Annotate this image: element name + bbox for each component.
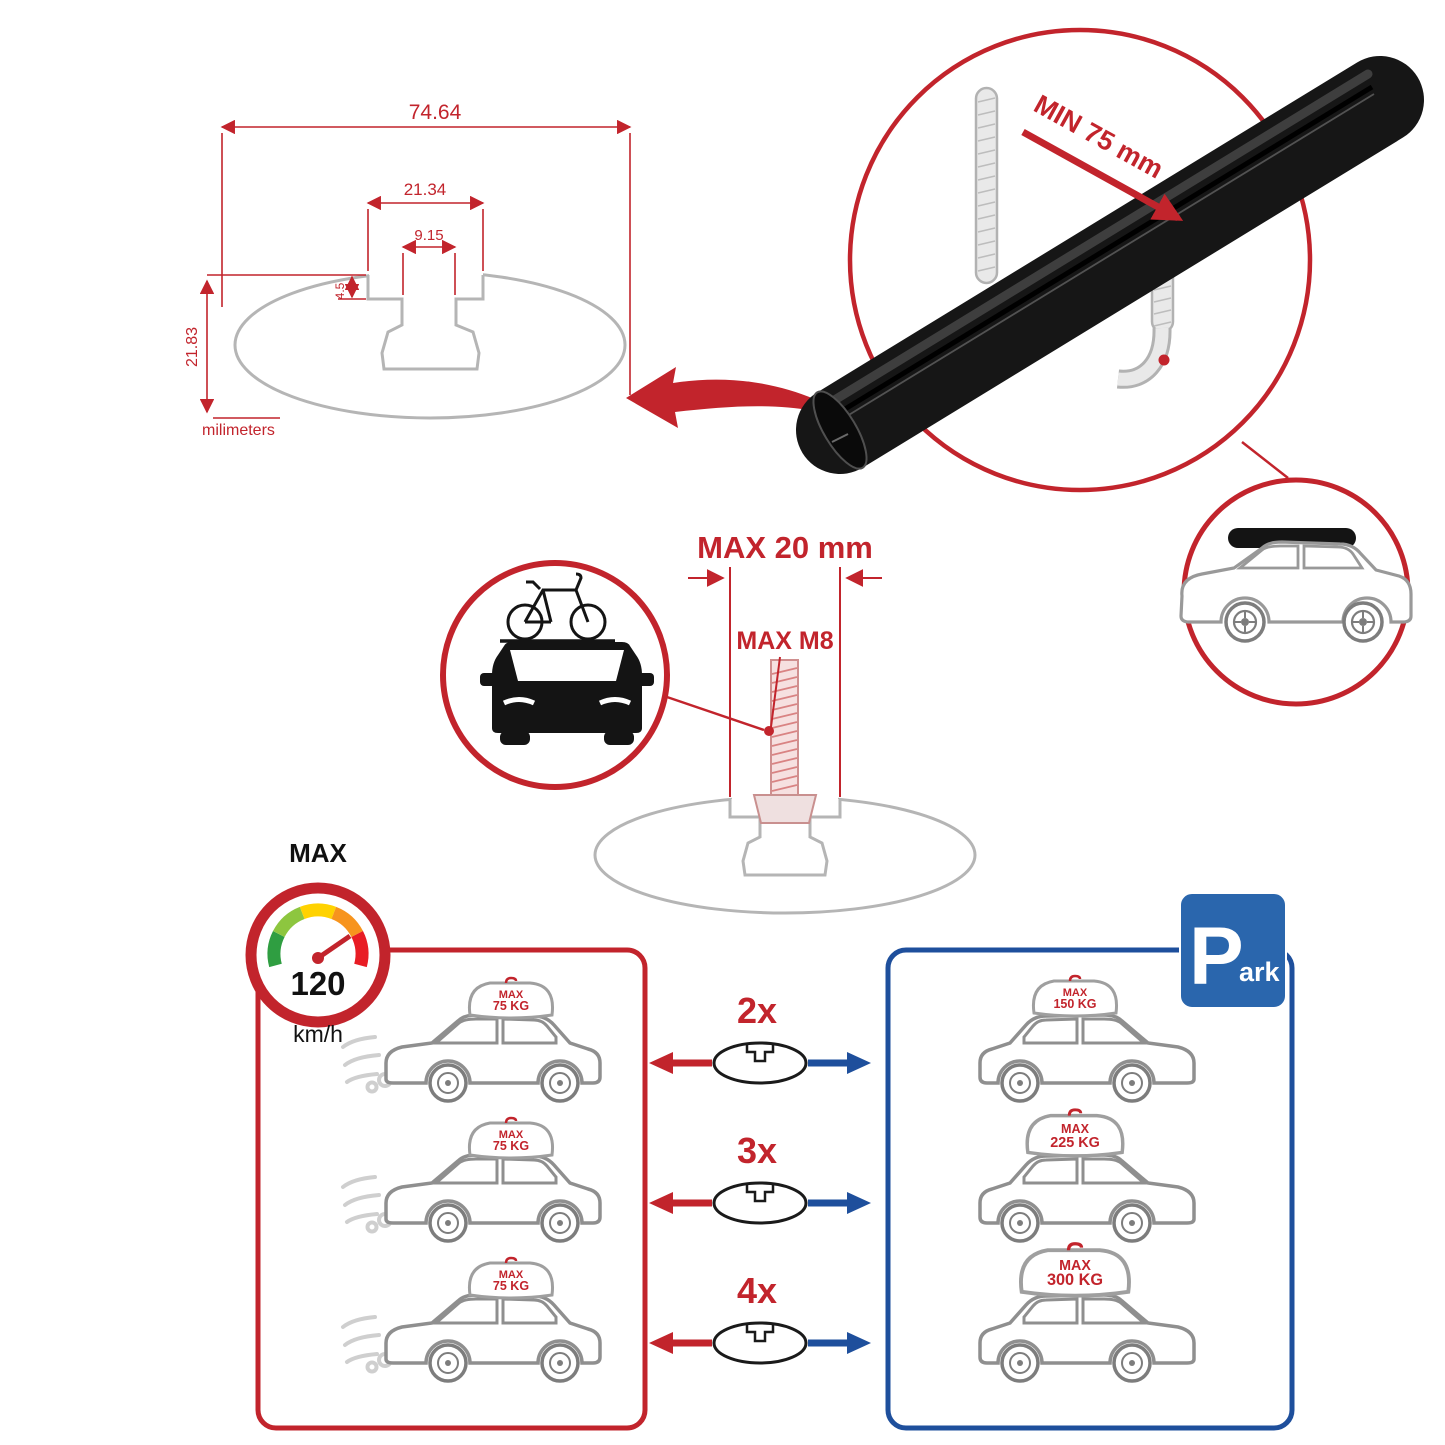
multiplier-label: 4x: [737, 1270, 777, 1311]
bike-roof-badge: [440, 560, 670, 790]
arrow-right-head: [847, 1192, 871, 1214]
speed-max-label: MAX: [289, 838, 347, 868]
min-width-arrow: [1021, 128, 1184, 222]
multiplier-label: 2x: [737, 990, 777, 1031]
u-bolt-hook: [1116, 327, 1172, 389]
dim-units-label: milimeters: [202, 422, 275, 439]
roof-load-value: 300 KG: [1047, 1271, 1103, 1289]
arrow-right-head: [847, 1332, 871, 1354]
roof-load-max-label: MAX: [499, 989, 524, 1001]
motion-lines: [341, 1315, 393, 1374]
load-capacity-section: P ark MAX 75 KG MAX 75 KG: [255, 892, 1295, 1431]
suv-with-roof-box-icon: [1179, 528, 1413, 643]
motion-lines: [341, 1175, 393, 1234]
crossbar: [796, 56, 1424, 474]
roof-load-value: 75 KG: [493, 999, 529, 1013]
dim-total-width-label: 74.64: [409, 101, 462, 124]
roof-load-max-label: MAX: [1061, 1122, 1090, 1136]
speed-value: 120: [290, 965, 345, 1002]
bolt-dimension-lines: [688, 567, 882, 797]
parked-car-row-3: MAX 300 KG: [978, 1241, 1196, 1383]
driving-car-row-2: MAX 75 KG: [341, 1116, 602, 1243]
profile-dimension-diagram: 74.64 21.34 9.15 4.5 21.83 milimeters: [184, 101, 632, 439]
roof-load-max-label: MAX: [499, 1269, 524, 1281]
driving-car-row-3: MAX 75 KG: [341, 1256, 602, 1383]
arrow-left-head: [649, 1052, 673, 1074]
speed-unit: km/h: [293, 1021, 343, 1047]
bolt-head: [752, 794, 818, 824]
arrow-right-head: [847, 1052, 871, 1074]
crossbar-end-profile: [812, 390, 868, 470]
multiplier-row-1: 2x: [649, 990, 871, 1085]
leader-dot: [764, 726, 774, 736]
pointer-arrow-shape: [626, 367, 862, 428]
park-sign: P ark: [1179, 892, 1287, 1009]
dim-height-label: 21.83: [184, 327, 201, 367]
park-sign-initial: P: [1189, 911, 1244, 1002]
callout-line: [1241, 441, 1289, 479]
dim-slot-width-label: 9.15: [414, 227, 443, 244]
roof-load-value: 225 KG: [1050, 1135, 1100, 1151]
crossbar-profile-outline: [233, 265, 627, 420]
arrow-left-head: [649, 1332, 673, 1354]
arrow-left-head: [649, 1192, 673, 1214]
roof-load-value: 150 KG: [1053, 997, 1096, 1011]
car-front-icon: [480, 642, 654, 745]
dimension-lines: [199, 119, 632, 419]
gauge-needle: [316, 933, 352, 961]
suv-roofbox-badge: [1179, 477, 1413, 707]
multiplier-row-2: 3x: [649, 1130, 871, 1225]
mount-bolt-diagram: MAX 20 mm MAX M8: [440, 530, 977, 915]
motion-lines: [341, 1035, 393, 1094]
multiplier-row-3: 4x: [649, 1270, 871, 1365]
dim-step-depth-label: 4.5: [333, 282, 347, 299]
bolt-thread-label: MAX M8: [736, 627, 833, 655]
crossbar-section-icon: [712, 1181, 808, 1225]
dim-channel-width-label: 21.34: [404, 180, 447, 199]
mount-bolt: [752, 659, 818, 824]
roof-load-max-label: MAX: [1063, 987, 1088, 999]
badge-callout-line: [663, 694, 765, 732]
gauge-needle-pivot: [312, 952, 324, 964]
bolt-width-label: MAX 20 mm: [697, 530, 873, 565]
thread-leader-line: [770, 656, 781, 728]
driving-car-row-1: MAX 75 KG: [341, 976, 602, 1103]
zoom-pointer-arrow: [626, 367, 862, 428]
roof-load-max-label: MAX: [1059, 1258, 1091, 1274]
gauge-arc: [267, 903, 369, 968]
crossbar-section-icon: [712, 1321, 808, 1365]
roof-load-max-label: MAX: [499, 1129, 524, 1141]
parked-car-row-1: MAX 150 KG: [978, 974, 1196, 1103]
speed-limit-gauge: MAX 120 km/h: [245, 838, 391, 1047]
crossbar-zoom: MIN 75 mm: [796, 27, 1424, 493]
parked-car-row-2: MAX 225 KG: [978, 1108, 1196, 1243]
multiplier-label: 3x: [737, 1130, 777, 1171]
crossbar-section-icon: [712, 1041, 808, 1085]
roof-load-value: 75 KG: [493, 1279, 529, 1293]
hook-point-dot: [1158, 354, 1170, 366]
roof-load-value: 75 KG: [493, 1139, 529, 1153]
bicycle-icon: [506, 572, 607, 641]
park-sign-rest: ark: [1239, 957, 1281, 987]
